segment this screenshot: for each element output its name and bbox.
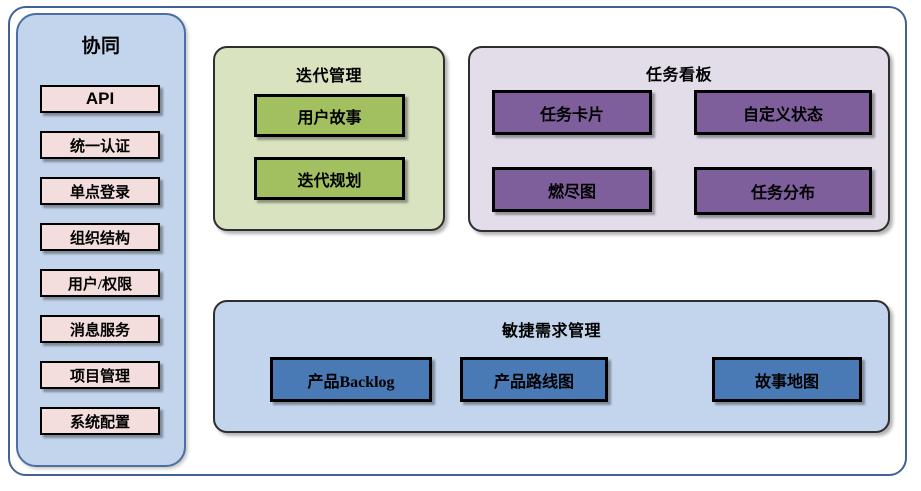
agile-panel-title: 敏捷需求管理 — [501, 323, 601, 340]
sidebar-item-3[interactable]: 单点登录 — [40, 177, 160, 205]
agile-item-3[interactable]: 故事地图 — [712, 357, 862, 402]
sidebar-item-2[interactable]: 统一认证 — [40, 131, 160, 159]
sidebar-item-4[interactable]: 组织结构 — [40, 223, 160, 251]
iteration-item-1[interactable]: 用户故事 — [254, 94, 405, 137]
taskboard-panel-title: 任务看板 — [645, 67, 712, 84]
taskboard-item-2[interactable]: 自定义状态 — [694, 90, 872, 135]
sidebar-item-8[interactable]: 系统配置 — [40, 407, 160, 435]
agile-item-2[interactable]: 产品路线图 — [460, 357, 608, 402]
panel-iteration-management: 迭代管理 用户故事迭代规划 — [213, 46, 445, 231]
agile-item-1[interactable]: 产品Backlog — [270, 357, 432, 402]
sidebar-title: 协同 — [81, 36, 121, 57]
taskboard-item-4[interactable]: 任务分布 — [694, 167, 872, 215]
iteration-item-2[interactable]: 迭代规划 — [254, 157, 405, 200]
sidebar-item-5[interactable]: 用户/权限 — [40, 269, 160, 297]
taskboard-item-3[interactable]: 燃尽图 — [492, 167, 652, 212]
panel-task-board: 任务看板 任务卡片自定义状态燃尽图任务分布 — [468, 46, 890, 232]
taskboard-item-1[interactable]: 任务卡片 — [492, 90, 652, 135]
sidebar-item-7[interactable]: 项目管理 — [40, 361, 160, 389]
sidebar-panel-collaboration: 协同 API 统一认证单点登录组织结构用户/权限消息服务项目管理系统配置 — [16, 13, 186, 467]
sidebar-item-6[interactable]: 消息服务 — [40, 315, 160, 343]
iteration-panel-title: 迭代管理 — [295, 68, 362, 85]
sidebar-item-1[interactable]: API — [40, 85, 160, 113]
panel-agile-requirement-management: 敏捷需求管理 产品Backlog 产品路线图 故事地图 — [213, 300, 890, 433]
